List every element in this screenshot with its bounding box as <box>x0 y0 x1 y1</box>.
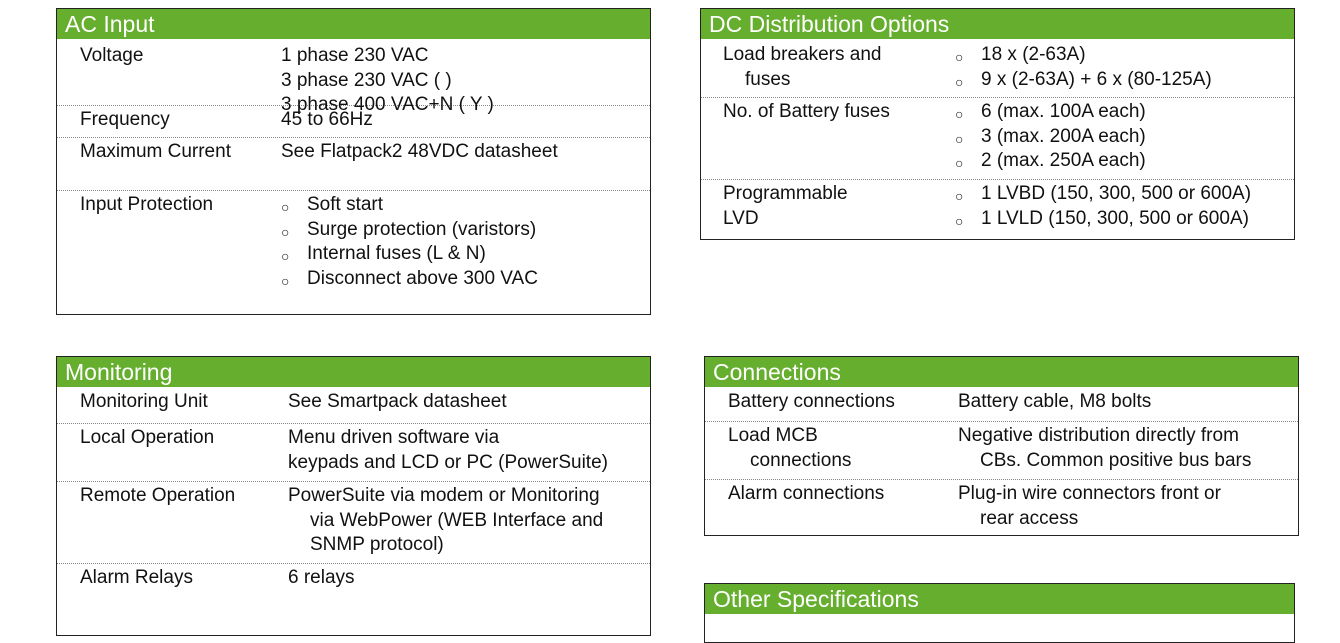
bullet-icon: ○ <box>955 212 964 229</box>
monitoring-unit-label: Monitoring Unit <box>80 391 208 412</box>
local-operation-value: keypads and LCD or PC (PowerSuite) <box>288 451 608 473</box>
bullet-icon: ○ <box>955 73 964 90</box>
local-operation-row: Local Operation Menu driven software via… <box>57 424 650 482</box>
alarm-connections-row: Alarm connections Plug-in wire connector… <box>705 480 1298 537</box>
monitoring-unit-row: Monitoring Unit See Smartpack datasheet <box>57 387 650 424</box>
ac-max-current-label: Maximum Current <box>80 141 231 162</box>
bullet-icon: ○ <box>955 106 964 122</box>
monitoring-table: Monitoring Monitoring Unit See Smartpack… <box>56 356 651 636</box>
ac-voltage-label: Voltage <box>80 45 144 66</box>
dc-distribution-table: DC Distribution Options Load breakers an… <box>700 8 1295 240</box>
load-mcb-connections-value: CBs. Common positive bus bars <box>980 449 1252 471</box>
other-specifications-title: Other Specifications <box>705 584 1294 614</box>
other-specifications-table: Other Specifications <box>704 583 1295 643</box>
alarm-relays-value: 6 relays <box>288 567 355 588</box>
battery-connections-row: Battery connections Battery cable, M8 bo… <box>705 387 1298 422</box>
dc-load-breakers-label: fuses <box>745 68 791 90</box>
connections-title: Connections <box>705 357 1298 387</box>
bullet-icon: ○ <box>955 188 964 204</box>
list-item: ○9 x (2-63A) + 6 x (80-125A) <box>955 68 1294 93</box>
battery-connections-label: Battery connections <box>728 391 895 412</box>
load-mcb-connections-label: connections <box>750 449 852 471</box>
ac-input-protection-label: Input Protection <box>80 194 214 215</box>
ac-voltage-value: 1 phase 230 VAC <box>281 45 429 66</box>
remote-operation-value: via WebPower (WEB Interface and <box>310 509 604 531</box>
load-mcb-connections-label: Load MCB <box>728 425 818 446</box>
bullet-icon: ○ <box>955 49 964 65</box>
alarm-connections-value: Plug-in wire connectors front or <box>958 483 1221 504</box>
ac-frequency-row: Frequency 45 to 66Hz <box>57 106 650 138</box>
dc-programmable-lvd-label: LVD <box>723 207 759 229</box>
local-operation-label: Local Operation <box>80 427 215 448</box>
ac-max-current-row: Maximum Current See Flatpack2 48VDC data… <box>57 138 650 191</box>
bullet-icon: ○ <box>281 248 290 264</box>
bullet-icon: ○ <box>281 223 290 240</box>
alarm-relays-row: Alarm Relays 6 relays <box>57 564 650 629</box>
alarm-connections-label: Alarm connections <box>728 483 885 504</box>
dc-programmable-lvd-row: Programmable LVD ○1 LVBD (150, 300, 500 … <box>701 180 1294 237</box>
ac-input-table: AC Input Voltage 1 phase 230 VAC 3 phase… <box>56 8 651 315</box>
connections-table: Connections Battery connections Battery … <box>704 356 1299 536</box>
ac-voltage-row: Voltage 1 phase 230 VAC 3 phase 230 VAC … <box>57 39 650 115</box>
ac-frequency-label: Frequency <box>80 109 170 130</box>
bullet-icon: ○ <box>281 199 290 215</box>
list-item: ○Internal fuses (L & N) <box>281 242 650 267</box>
battery-connections-value: Battery cable, M8 bolts <box>958 391 1152 412</box>
list-item: ○2 (max. 250A each) <box>955 149 1294 174</box>
bullet-icon: ○ <box>955 155 964 171</box>
dc-load-breakers-row: Load breakers and fuses ○18 x (2-63A) ○9… <box>701 39 1294 98</box>
dc-battery-fuses-row: No. of Battery fuses ○6 (max. 100A each)… <box>701 98 1294 180</box>
load-mcb-connections-value: Negative distribution directly from <box>958 425 1239 446</box>
load-mcb-connections-row: Load MCB connections Negative distributi… <box>705 422 1298 480</box>
ac-input-protection-row: Input Protection ○Soft start ○Surge prot… <box>57 191 650 296</box>
ac-max-current-value: See Flatpack2 48VDC datasheet <box>281 141 558 162</box>
bullet-icon: ○ <box>281 272 290 289</box>
remote-operation-value: PowerSuite via modem or Monitoring <box>288 485 600 506</box>
list-item: ○Disconnect above 300 VAC <box>281 267 650 292</box>
remote-operation-row: Remote Operation PowerSuite via modem or… <box>57 482 650 564</box>
ac-frequency-value: 45 to 66Hz <box>281 109 373 130</box>
list-item: ○18 x (2-63A) <box>955 43 1294 68</box>
alarm-relays-label: Alarm Relays <box>80 567 193 588</box>
dc-load-breakers-label: Load breakers and <box>723 44 882 65</box>
remote-operation-value: SNMP protocol) <box>310 534 444 555</box>
list-item: ○1 LVBD (150, 300, 500 or 600A) <box>955 182 1294 207</box>
dc-distribution-title: DC Distribution Options <box>701 9 1294 39</box>
dc-battery-fuses-label: No. of Battery fuses <box>723 101 890 122</box>
dc-programmable-lvd-label: Programmable <box>723 183 848 204</box>
bullet-icon: ○ <box>955 130 964 147</box>
monitoring-unit-value: See Smartpack datasheet <box>288 391 507 412</box>
remote-operation-label: Remote Operation <box>80 485 236 506</box>
list-item: ○Soft start <box>281 193 650 218</box>
local-operation-value: Menu driven software via <box>288 427 500 448</box>
ac-voltage-value: 3 phase 400 VAC+N ( Y ) <box>281 94 494 115</box>
list-item: ○1 LVLD (150, 300, 500 or 600A) <box>955 207 1294 232</box>
ac-input-title: AC Input <box>57 9 650 39</box>
list-item: ○6 (max. 100A each) <box>955 100 1294 125</box>
alarm-connections-value: rear access <box>980 507 1079 529</box>
list-item: ○3 (max. 200A each) <box>955 125 1294 150</box>
ac-voltage-value: 3 phase 230 VAC ( ) <box>281 69 452 91</box>
list-item: ○Surge protection (varistors) <box>281 218 650 243</box>
monitoring-title: Monitoring <box>57 357 650 387</box>
